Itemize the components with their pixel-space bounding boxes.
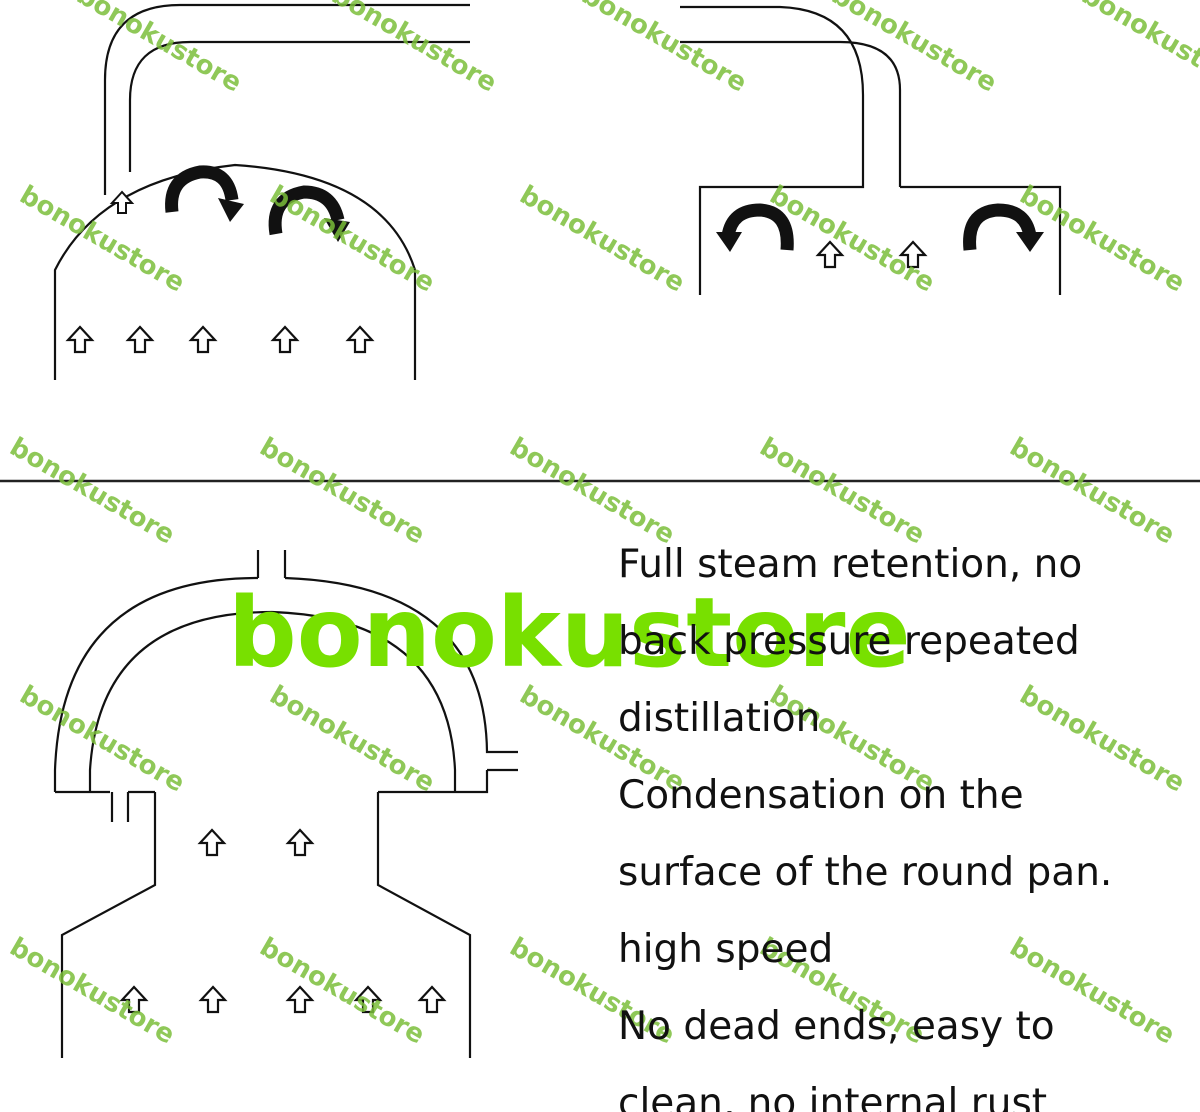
flow-arrow-icon [346, 325, 374, 354]
watermark-text: bonokustore [265, 180, 440, 298]
watermark-text: bonokustore [327, 0, 502, 98]
feature-line: back pressure repeated [618, 619, 1080, 664]
dome-pot-body [53, 163, 417, 380]
feature-line: No dead ends, easy to [618, 1004, 1055, 1049]
outer-dome [53, 576, 518, 792]
flow-arrow-icon [66, 325, 94, 354]
flow-arrow-icon [286, 985, 314, 1014]
feature-line: clean, no internal rust [618, 1081, 1048, 1112]
flat-pot-diagram [680, 5, 1062, 295]
rotation-arrow-icon [963, 203, 1044, 252]
flow-arrow-icon [198, 828, 226, 857]
watermark-text: bonokustore [1077, 0, 1200, 98]
flow-arrow-icon [126, 325, 154, 354]
feature-line: Full steam retention, no [618, 542, 1083, 587]
dome-pot-arrows [66, 165, 374, 354]
flat-outer-pipe [680, 5, 865, 295]
watermark-text: bonokustore [1015, 180, 1190, 298]
flow-arrow-icon [199, 985, 227, 1014]
pan-body-left [60, 792, 157, 1058]
watermark-text: bonokustore [827, 0, 1002, 98]
round-pan-arrows [120, 828, 446, 1014]
round-pan-diagram [53, 550, 518, 1058]
watermark-text: bonokustore [577, 0, 752, 98]
flow-arrow-icon [418, 985, 446, 1014]
inner-dome [88, 610, 457, 792]
flat-pot-arrows [716, 203, 1044, 269]
flat-inner-pipe [680, 40, 902, 187]
rotation-arrow-icon [716, 203, 794, 252]
flat-pot-body [900, 185, 1062, 295]
watermark-text: bonokustore [255, 932, 430, 1050]
flow-arrow-icon [189, 325, 217, 354]
feature-line: Condensation on the [618, 773, 1024, 818]
rotation-arrow-icon [165, 165, 244, 222]
dome-pot-diagram [53, 3, 470, 380]
flow-arrow-icon [286, 828, 314, 857]
dome-outer-pipe [103, 3, 470, 195]
feature-line: surface of the round pan. [618, 850, 1113, 895]
watermark-text: bonokustore [255, 432, 430, 550]
dome-inner-pipe [128, 40, 470, 172]
rotation-arrow-icon [268, 185, 350, 242]
watermark-text: bonokustore [5, 432, 180, 550]
watermark-text: bonokustore [15, 180, 190, 298]
watermark-text: bonokustore [15, 680, 190, 798]
big-watermark: bonokustore [228, 577, 911, 689]
feature-line: high speed [618, 927, 834, 972]
pan-body-right [376, 792, 472, 1058]
feature-description: Full steam retention, no back pressure r… [618, 526, 1188, 1112]
watermark-text: bonokustore [72, 0, 247, 98]
feature-line: distillation [618, 696, 821, 741]
watermark-text: bonokustore [515, 180, 690, 298]
flow-arrow-icon [271, 325, 299, 354]
watermark-text: bonokustore [265, 680, 440, 798]
watermark-text: bonokustore [5, 932, 180, 1050]
